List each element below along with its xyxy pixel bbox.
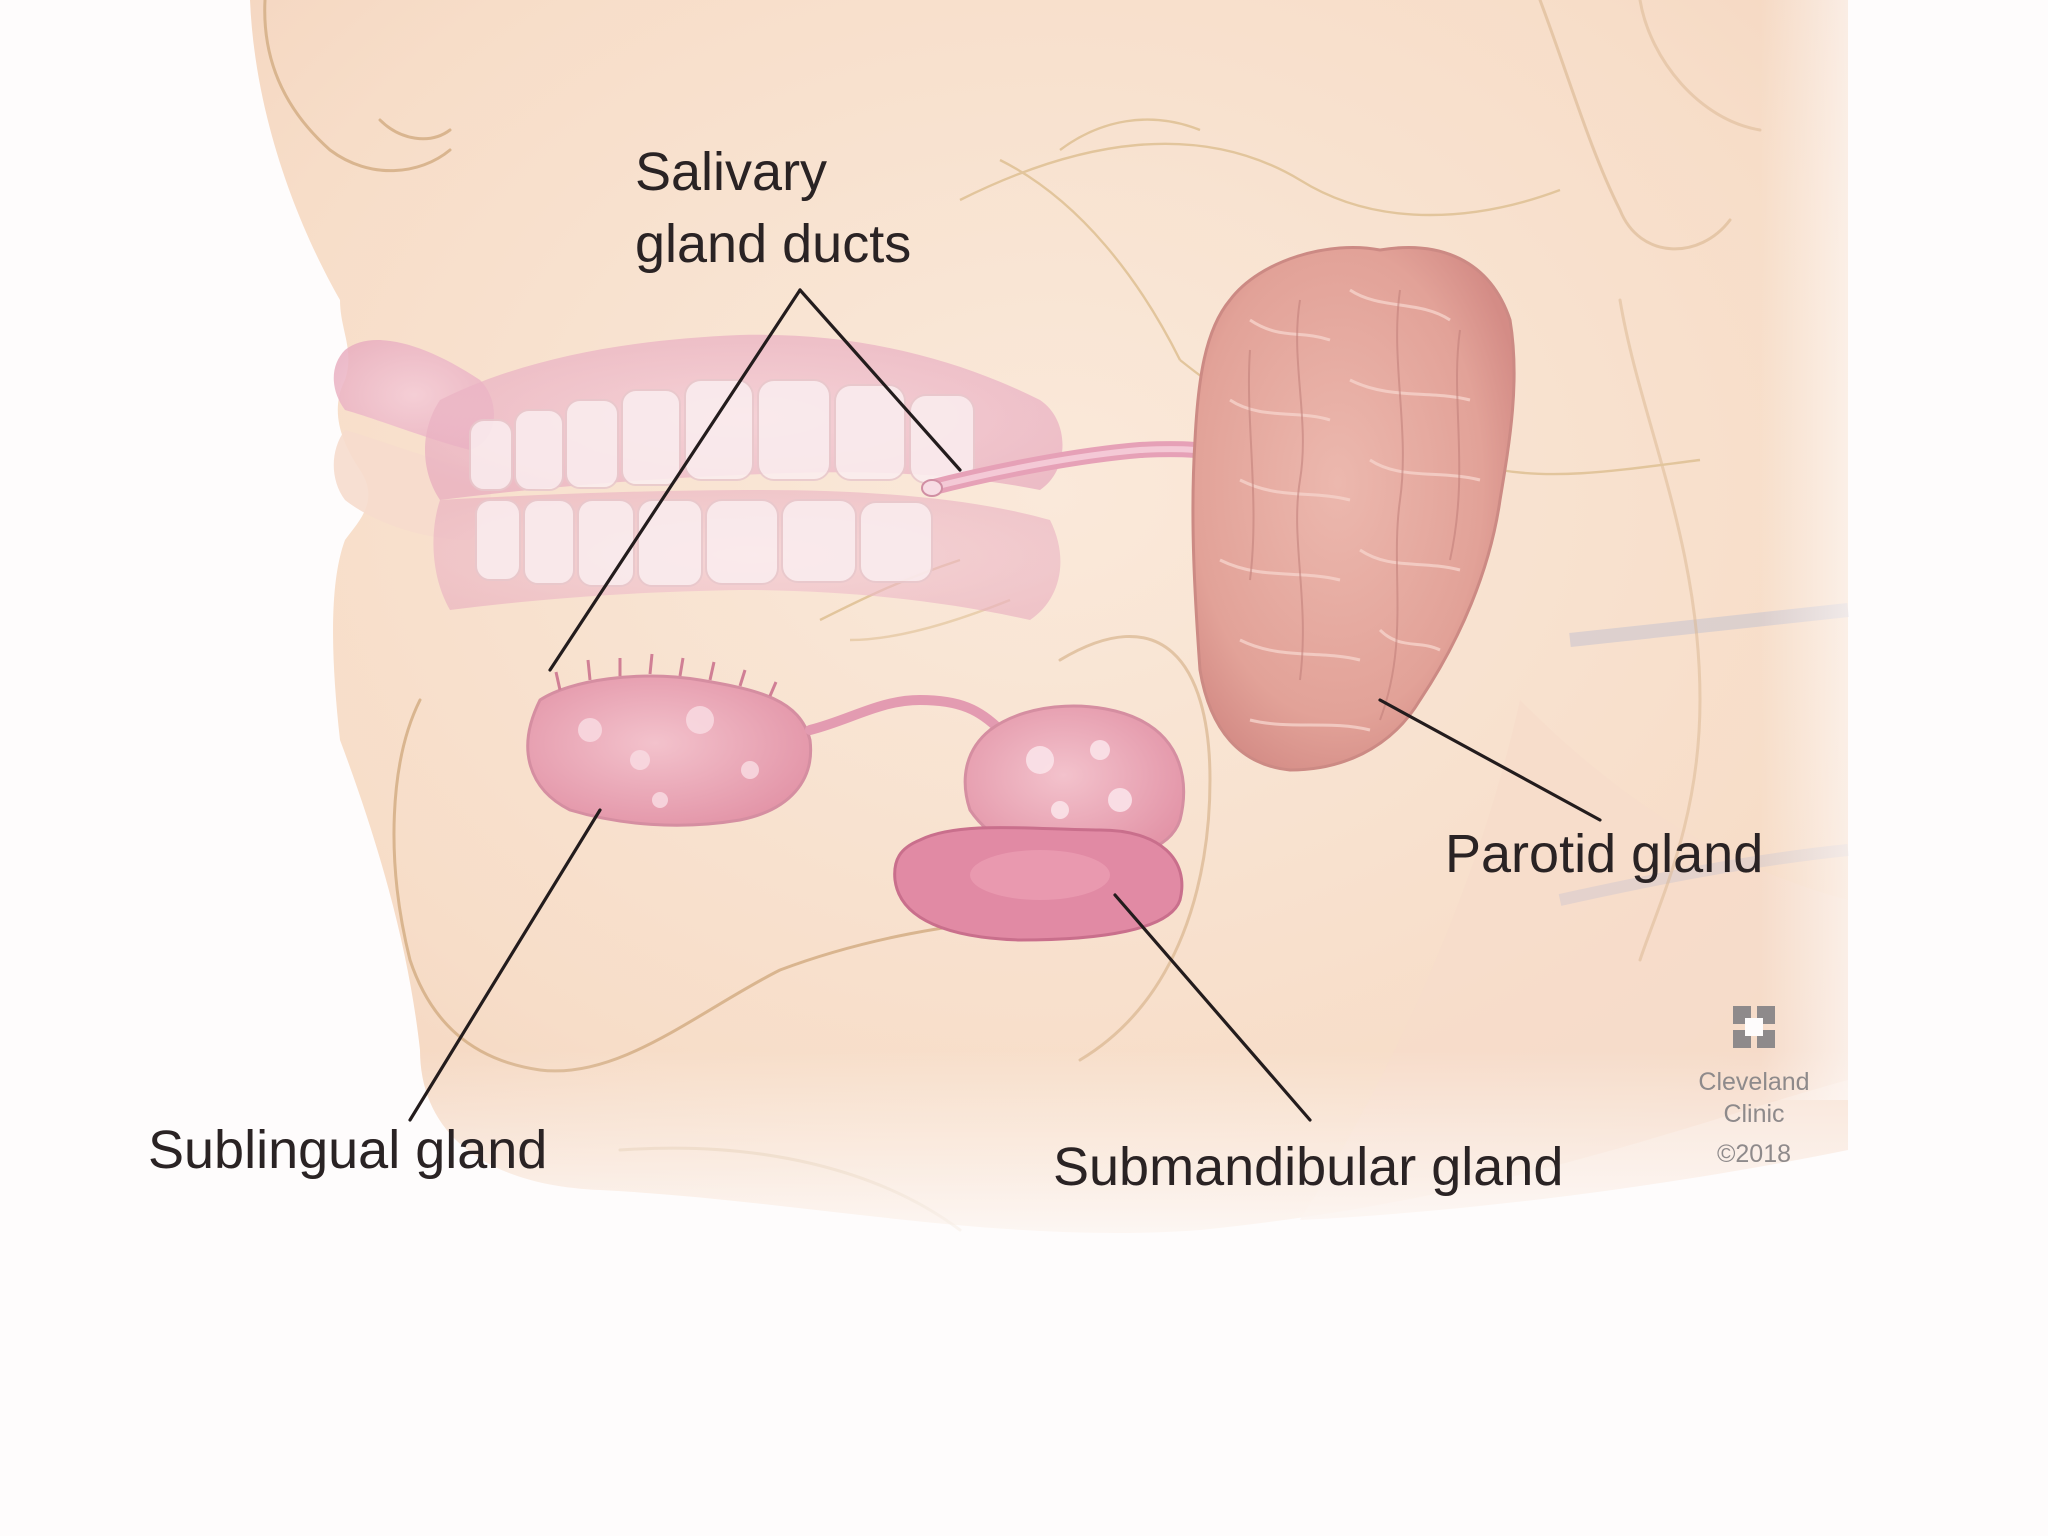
label-salivary-ducts-line2: gland ducts — [635, 214, 911, 274]
logo-line2: Clinic — [1723, 1100, 1784, 1128]
label-sublingual-gland: Sublingual gland — [148, 1120, 547, 1180]
label-salivary-ducts-line1: Salivary — [635, 142, 827, 202]
logo-copyright: ©2018 — [1717, 1140, 1791, 1168]
label-submandibular-gland: Submandibular gland — [1053, 1137, 1563, 1197]
logo-line1: Cleveland — [1698, 1068, 1809, 1096]
label-parotid-gland: Parotid gland — [1445, 824, 1763, 884]
